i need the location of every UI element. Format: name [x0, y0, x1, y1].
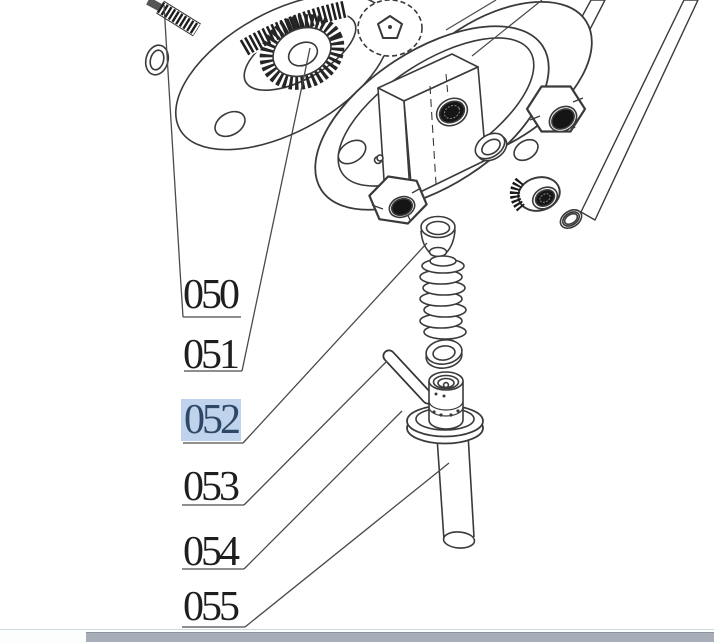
part-flat-washer — [425, 339, 463, 369]
part-spring-seat-cup — [420, 215, 456, 258]
leader-051 — [241, 47, 311, 372]
part-delivery-tube — [436, 433, 476, 549]
part-label-053[interactable]: 053 — [183, 464, 240, 510]
part-label-055[interactable]: 055 — [183, 584, 240, 630]
part-coil-spring — [419, 255, 467, 340]
leader-053 — [243, 360, 388, 506]
part-o-ring — [559, 209, 583, 229]
part-gear-star-hub — [357, 0, 423, 57]
part-label-052-selected[interactable]: 052 — [181, 399, 241, 441]
part-spur-gear — [259, 14, 345, 90]
part-label-051[interactable]: 051 — [183, 332, 240, 378]
label-leader-lines — [163, 4, 450, 628]
part-threaded-fitting — [509, 176, 561, 212]
part-stud-rod-lower — [580, 0, 699, 221]
leader-054 — [243, 410, 403, 570]
leader-050 — [163, 4, 184, 318]
part-cap-nut-right — [525, 85, 587, 133]
horizontal-scrollbar[interactable] — [0, 629, 714, 642]
part-threaded-bolt — [146, 0, 201, 37]
part-label-054[interactable]: 054 — [183, 529, 240, 575]
part-gear-large — [238, 0, 349, 57]
part-valve-block — [376, 53, 487, 197]
leader-055 — [244, 462, 450, 628]
offscreen-leader-lines — [445, 0, 543, 57]
part-sealing-ring-washer — [474, 132, 508, 162]
part-cap-nut-left — [368, 175, 428, 225]
part-pin-rod — [382, 349, 435, 405]
leader-052 — [242, 242, 428, 444]
horizontal-scrollbar-thumb[interactable] — [86, 632, 714, 642]
part-valve-guide-cage — [406, 371, 484, 445]
part-label-050[interactable]: 050 — [183, 272, 240, 318]
